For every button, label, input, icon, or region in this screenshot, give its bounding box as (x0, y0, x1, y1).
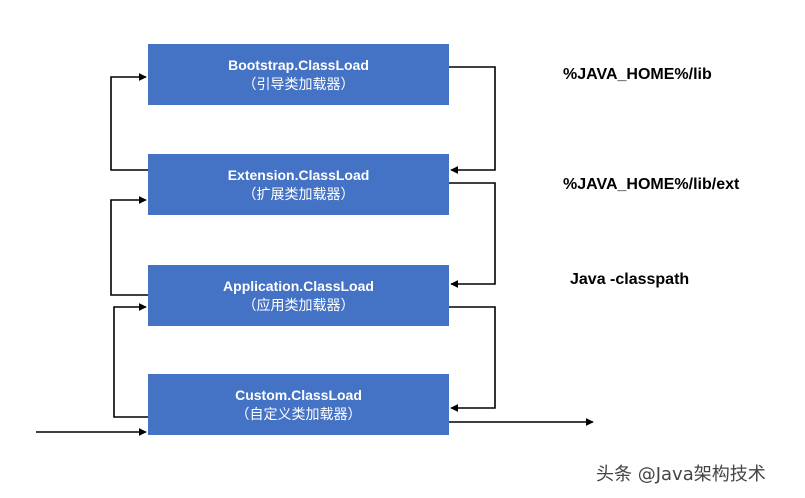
delegate-up-arrow-app-to-ext (110, 196, 148, 296)
watermark: 头条 @Java架构技术 (596, 464, 766, 485)
bootstrap-classloader-desc: （引导类加载器） (242, 76, 355, 93)
bootstrap-classloader-box: Bootstrap.ClassLoad （引导类加载器） (148, 44, 449, 105)
fallback-down-arrow-boot-to-ext (449, 66, 496, 174)
fallback-down-arrow-app-to-custom (449, 306, 496, 412)
fallback-down-arrow-ext-to-app (449, 182, 496, 288)
extension-classloader-name: Extension.ClassLoad (227, 166, 370, 183)
extension-path-label: %JAVA_HOME%/lib/ext (563, 176, 740, 193)
delegate-up-arrow-custom-to-app (113, 303, 148, 418)
application-path-label: Java -classpath (570, 271, 690, 288)
custom-classloader-desc: （自定义类加载器） (235, 406, 362, 423)
custom-classloader-name: Custom.ClassLoad (235, 386, 362, 403)
custom-classloader-box: Custom.ClassLoad （自定义类加载器） (148, 374, 449, 435)
application-classloader-name: Application.ClassLoad (223, 277, 374, 294)
application-classloader-desc: （应用类加载器） (242, 297, 355, 314)
bootstrap-path-label: %JAVA_HOME%/lib (563, 66, 712, 83)
bootstrap-classloader-name: Bootstrap.ClassLoad (228, 56, 369, 73)
extension-classloader-desc: （扩展类加载器） (242, 186, 355, 203)
delegate-up-arrow-ext-to-boot (110, 73, 148, 171)
extension-classloader-box: Extension.ClassLoad （扩展类加载器） (148, 154, 449, 215)
application-classloader-box: Application.ClassLoad （应用类加载器） (148, 265, 449, 326)
